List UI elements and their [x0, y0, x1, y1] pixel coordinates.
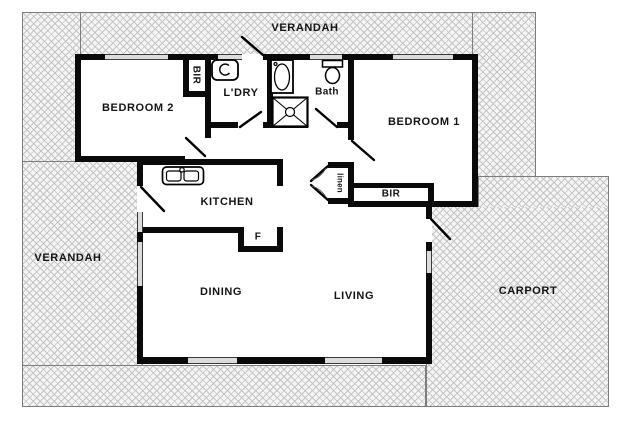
window [325, 357, 382, 364]
laundry-tub-icon [211, 59, 239, 81]
wall-segment [137, 232, 143, 242]
linen-door-lower-leaf-icon [309, 183, 330, 202]
toilet-icon [321, 59, 344, 85]
bathtub-icon [270, 59, 294, 94]
verandah-top-label: VERANDAH [271, 22, 339, 34]
window [426, 251, 432, 273]
wall-segment [426, 201, 478, 207]
wall-segment [183, 54, 189, 91]
carport-door-leaf-icon [429, 217, 452, 241]
verandah-left-label: VERANDAH [34, 252, 102, 264]
living-label: LIVING [333, 290, 375, 302]
kitchen-sink-icon [161, 166, 205, 186]
wall-segment [277, 227, 283, 252]
dining-label: DINING [199, 286, 243, 298]
wall-segment [238, 246, 283, 252]
wall-segment [428, 183, 434, 207]
wall-segment [348, 162, 354, 207]
wall-segment [183, 91, 211, 97]
bath-door-leaf-icon [314, 107, 339, 129]
window [188, 357, 237, 364]
wall-segment [211, 122, 238, 128]
wall-segment [353, 183, 433, 188]
carport-label: CARPORT [498, 285, 558, 297]
shower-icon [271, 96, 309, 128]
bedroom2-label: BEDROOM 2 [101, 102, 175, 114]
window [137, 242, 143, 286]
wall-segment [328, 162, 353, 168]
kitchen-door-leaf-icon [139, 185, 166, 213]
carport-area [426, 207, 609, 407]
carport-upper-area [478, 176, 609, 207]
entry-door-leaf-icon [240, 35, 265, 57]
wall-segment [137, 162, 143, 186]
wall-segment [426, 242, 432, 252]
bir-bedroom1-label: BIR [381, 188, 401, 200]
wall-segment [267, 54, 273, 128]
bedroom1-door-leaf-icon [350, 139, 376, 162]
wall-segment [348, 54, 354, 140]
laundry-label: L'DRY [223, 87, 259, 99]
linen-label: linen [335, 173, 345, 193]
laundry-door-leaf-icon [238, 110, 263, 129]
path-bottom-area [22, 365, 426, 407]
wall-segment [137, 227, 244, 233]
verandah-left-strip-area [22, 12, 81, 162]
verandah-top-area [22, 12, 536, 60]
fridge-label: F [254, 231, 262, 243]
verandah-left-area [22, 161, 143, 366]
wall-segment [337, 122, 354, 128]
wall-segment [238, 227, 244, 252]
wall-segment [426, 201, 432, 219]
wall-segment [137, 286, 143, 364]
window [105, 54, 168, 60]
bedroom2-door-leaf-icon [184, 136, 207, 158]
wall-segment [137, 159, 283, 165]
window [137, 212, 143, 232]
wall-segment [426, 273, 432, 364]
linen-door-upper-leaf-icon [309, 164, 330, 183]
wall-segment [137, 357, 432, 364]
wall-segment [75, 156, 185, 162]
wall-segment [263, 54, 478, 60]
door-leaf-icon [139, 35, 452, 241]
wall-segment [353, 201, 433, 207]
kitchen-label: KITCHEN [200, 196, 254, 208]
bedroom1-label: BEDROOM 1 [387, 116, 461, 128]
window [393, 54, 453, 60]
wall-segment [277, 159, 283, 186]
wall-segment [75, 54, 81, 162]
door-swing-arc-icon [311, 167, 327, 198]
bath-label: Bath [315, 86, 339, 98]
wall-segment [472, 54, 478, 207]
window [310, 54, 342, 60]
wall-segment [328, 198, 353, 204]
bir-bedroom2-label: BIR [190, 65, 202, 85]
